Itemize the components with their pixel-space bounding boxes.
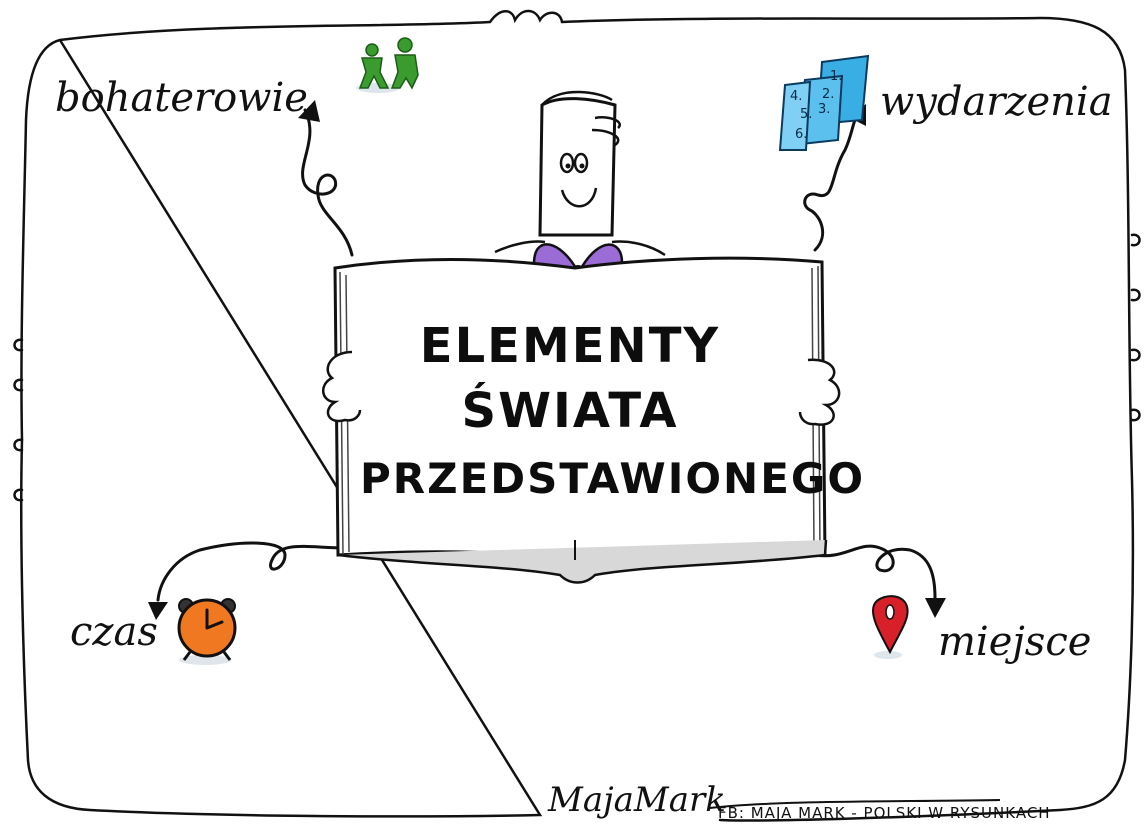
branch-label-time: czas [70,609,158,655]
left-hand [322,350,362,423]
arrow-to-time [156,541,347,602]
open-book [322,256,841,584]
frame-border [13,9,1141,822]
event-number-2: 2. [822,87,834,102]
title-line-1: ELEMENTY [419,318,721,374]
two-people-icon [356,37,419,93]
connectors [156,108,937,602]
arrow-to-place [813,544,937,600]
arrow-to-events [803,110,860,252]
branch-label-place: miejsce [938,619,1092,665]
event-number-4: 4. [790,89,802,104]
arms [494,240,666,257]
map-pin-icon [872,595,909,659]
numbered-pages-icon: 1. 2. 3. 4. 5. 6. [778,54,870,151]
alarm-clock-icon [177,598,237,665]
right-hand [798,358,841,426]
branch-label-characters: bohaterowie [55,75,308,121]
title-line-2: ŚWIATA [461,383,679,439]
signature-flourish [709,799,1001,809]
author-credit: FB: MAJA MARK - POLSKI W RYSUNKACH [718,804,1051,822]
author-signature: MajaMark [548,780,726,820]
branch-label-events: wydarzenia [880,79,1113,125]
event-number-3: 3. [818,102,830,117]
event-number-1: 1. [830,69,842,84]
title-line-3: PRZEDSTAWIONEGO [360,454,866,503]
hair-swirl [541,90,621,147]
event-number-6: 6. [795,127,807,142]
event-number-5: 5. [800,107,812,122]
arrow-to-characters [301,108,354,257]
